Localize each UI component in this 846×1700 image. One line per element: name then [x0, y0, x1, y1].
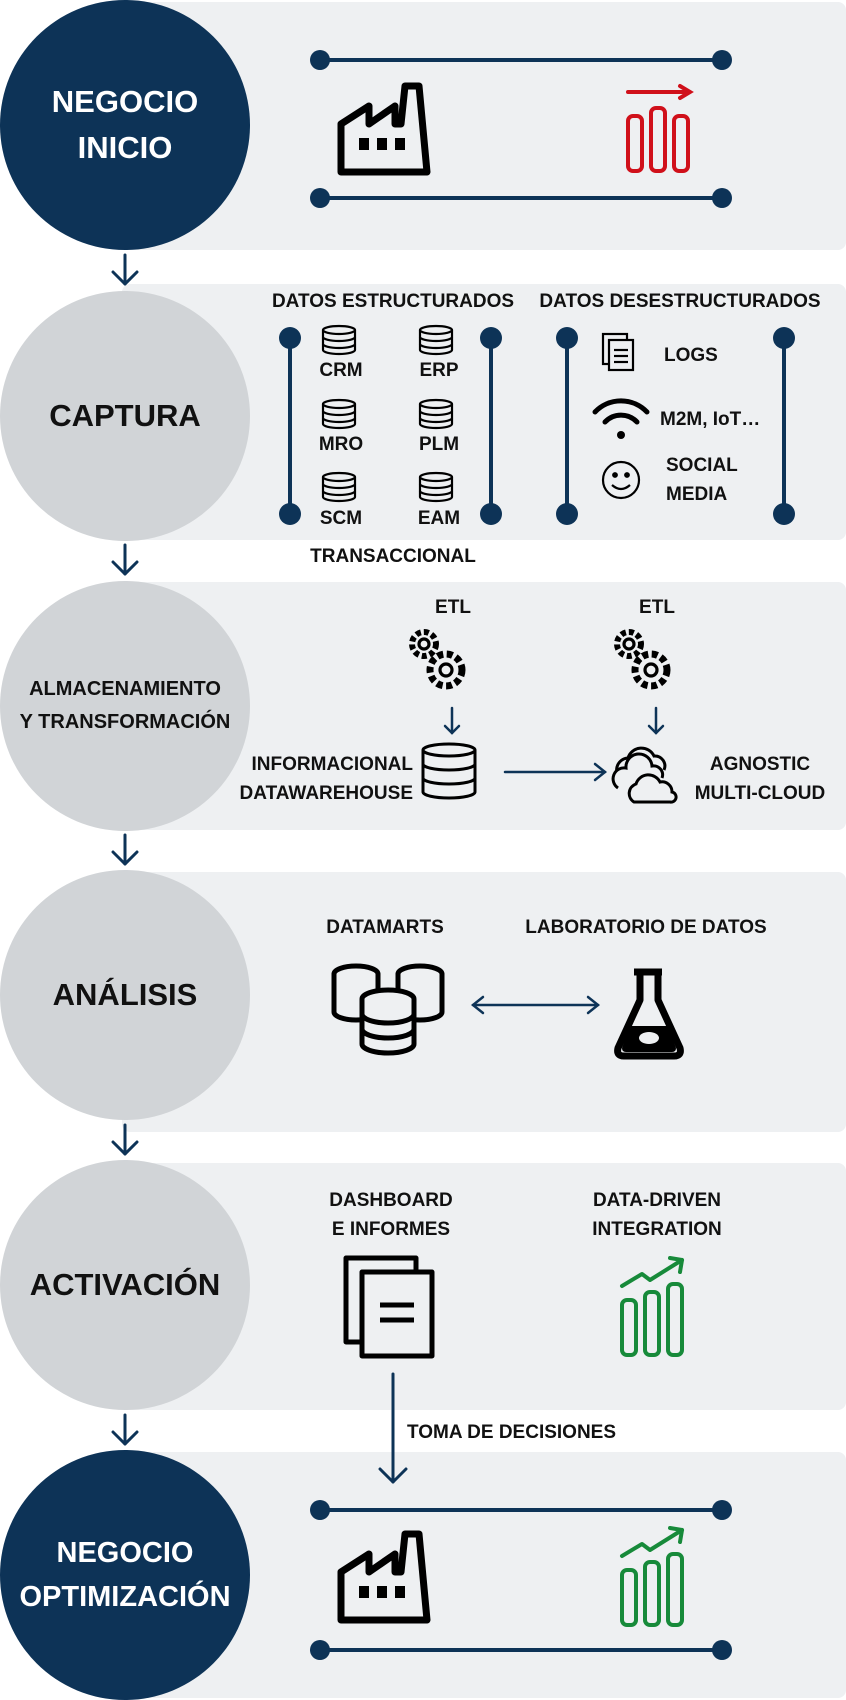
database-icon: [418, 471, 454, 503]
stage-activacion: ACTIVACIÓN: [0, 1160, 250, 1410]
source-label-plm: PLM: [418, 434, 460, 455]
source-label-social-media: SOCIAL MEDIA: [666, 455, 738, 505]
down-arrow-icon: [443, 706, 461, 735]
stage-negocio-inicio: NEGOCIO INICIO: [0, 0, 250, 250]
right-arrow-icon: [503, 762, 608, 782]
source-label-eam: EAM: [417, 508, 461, 529]
multi-cloud-icon: [611, 746, 678, 804]
stage-almacenamiento: ALMACENAMIENTO Y TRANSFORMACIÓN: [0, 581, 250, 831]
down-arrow-icon: [111, 833, 139, 866]
etl-label-right: ETL: [639, 597, 675, 618]
datamarts-label: DATAMARTS: [326, 917, 444, 938]
stage-title: NEGOCIO INICIO: [51, 84, 199, 165]
source-label-m2m-iot: M2M, IoT…: [660, 409, 761, 430]
factory-icon: [337, 82, 431, 176]
stage-title: ACTIVACIÓN: [29, 1267, 221, 1302]
growth-chart-icon: [620, 1526, 684, 1627]
inicio-diagram: [310, 50, 732, 208]
factory-icon: [337, 1530, 431, 1624]
down-arrow-icon: [111, 543, 139, 576]
bidirectional-arrow-icon: [470, 995, 601, 1015]
almacenamiento-diagram: [409, 629, 678, 804]
captura-diagram: [279, 324, 795, 525]
reports-document-icon: [343, 1255, 435, 1359]
database-icon: [418, 398, 454, 430]
down-arrow-icon: [111, 1123, 139, 1156]
stage-captura: CAPTURA: [0, 291, 250, 541]
decision-arrow-icon: [378, 1372, 408, 1484]
structured-data-heading: DATOS ESTRUCTURADOS: [271, 291, 515, 312]
database-icon: [321, 471, 357, 503]
source-label-erp: ERP: [419, 360, 459, 381]
datawarehouse-icon: [421, 742, 477, 800]
flask-icon: [614, 968, 684, 1060]
transaccional-caption: TRANSACCIONAL: [310, 546, 476, 567]
source-label-logs: LOGS: [664, 345, 718, 366]
stage-analisis: ANÁLISIS: [0, 870, 250, 1120]
growth-chart-icon: [620, 1256, 684, 1357]
gears-icon: [409, 629, 466, 690]
decision-label: TOMA DE DECISIONES: [407, 1422, 617, 1443]
stage-title: NEGOCIO OPTIMIZACIÓN: [19, 1537, 231, 1613]
source-label-mro: MRO: [318, 434, 364, 455]
down-arrow-icon: [647, 706, 665, 735]
down-arrow-icon: [111, 1413, 139, 1446]
smiley-icon: [601, 460, 641, 500]
wifi-icon: [592, 398, 650, 439]
datamarts-icon: [331, 963, 445, 1056]
database-icon: [321, 398, 357, 430]
data-lab-label: LABORATORIO DE DATOS: [525, 917, 767, 938]
etl-label-left: ETL: [435, 597, 471, 618]
gears-icon: [614, 629, 671, 690]
stage-negocio-optimizacion: NEGOCIO OPTIMIZACIÓN: [0, 1450, 250, 1700]
stage-title: ANÁLISIS: [52, 977, 198, 1012]
down-arrow-icon: [111, 253, 139, 286]
activacion-diagram: [343, 1255, 684, 1484]
source-label-scm: SCM: [319, 508, 363, 529]
multi-cloud-label: AGNOSTIC MULTI-CLOUD: [694, 754, 826, 804]
analisis-diagram: [331, 963, 684, 1060]
logs-document-icon: [601, 332, 635, 372]
data-driven-label: DATA-DRIVEN INTEGRATION: [592, 1190, 722, 1240]
datawarehouse-label: INFORMACIONAL DATAWAREHOUSE: [239, 754, 413, 804]
database-icon: [418, 324, 454, 356]
database-icon: [321, 324, 357, 356]
unstructured-data-heading: DATOS DESESTRUCTURADOS: [539, 291, 821, 312]
dashboard-label: DASHBOARD E INFORMES: [329, 1190, 453, 1240]
stage-title: ALMACENAMIENTO Y TRANSFORMACIÓN: [19, 678, 231, 733]
source-label-crm: CRM: [319, 360, 363, 381]
growth-chart-icon: [626, 84, 694, 173]
stage-title: CAPTURA: [49, 398, 201, 433]
